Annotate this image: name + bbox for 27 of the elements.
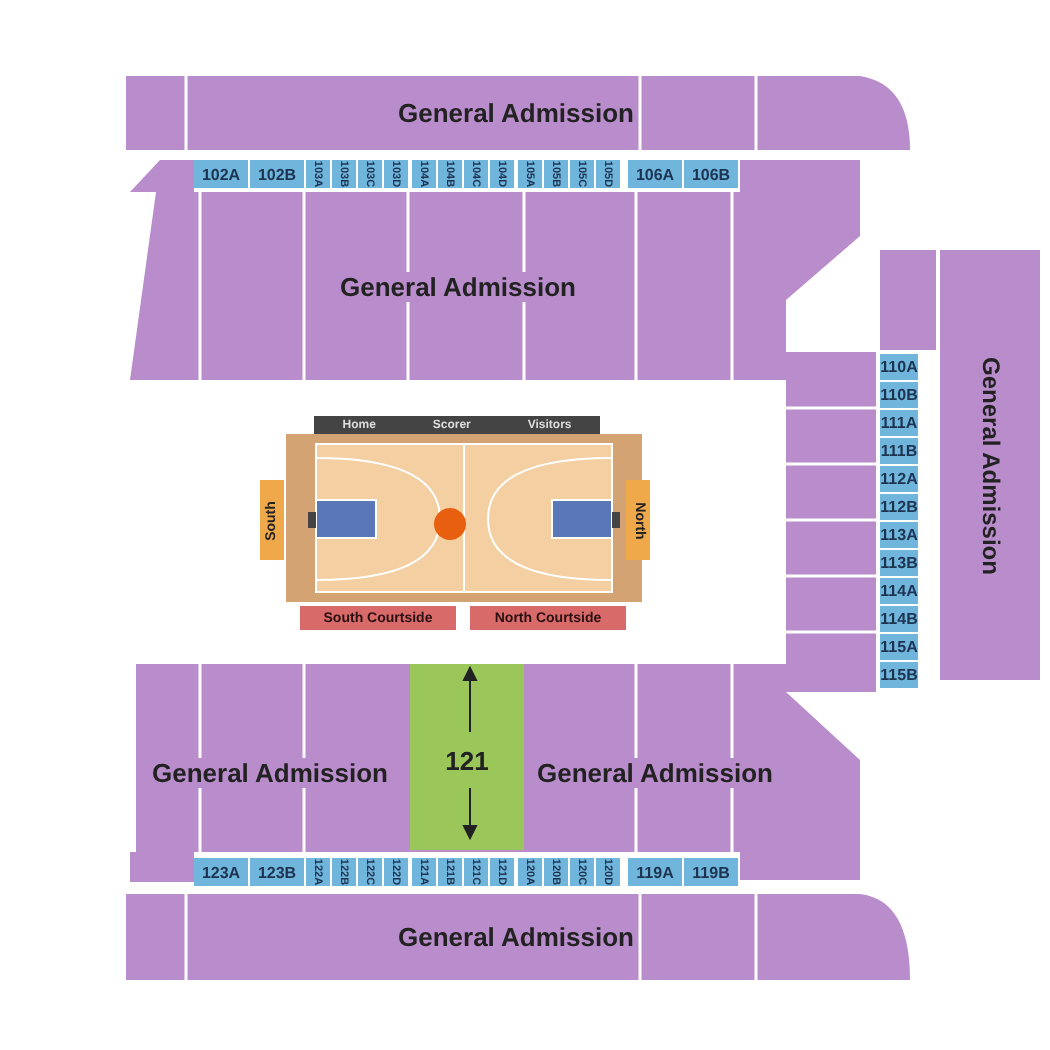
section-label: 111B (880, 438, 918, 464)
section-label: 115B (880, 662, 918, 688)
section-label: 113B (880, 550, 918, 576)
section-label: 123B (250, 858, 304, 886)
section-name: General Admission (394, 922, 638, 952)
section-label: 114A (880, 578, 918, 604)
section-label: 110B (880, 382, 918, 408)
section-name: General Admission (394, 98, 638, 128)
section-label: 115A (880, 634, 918, 660)
section-name: General Admission (336, 271, 580, 301)
section-name: General Admission (148, 757, 392, 787)
section-label: 106A (628, 160, 682, 188)
section-label: 119B (684, 858, 738, 886)
section-label: 114B (880, 606, 918, 632)
section-label: 102A (194, 160, 248, 188)
scorer-bar (314, 416, 600, 434)
section-label: 123A (194, 858, 248, 886)
section-name: General Admission (533, 757, 777, 787)
section-label: 112B (880, 494, 918, 520)
section-name: General Admission (976, 352, 1004, 578)
section-label: 119A (628, 858, 682, 886)
section-label: 102B (250, 160, 304, 188)
section-label: 106B (684, 160, 738, 188)
section-label: 112A (880, 466, 918, 492)
section-label: 113A (880, 522, 918, 548)
section-label: 110A (880, 354, 918, 380)
section-label: 111A (880, 410, 918, 436)
